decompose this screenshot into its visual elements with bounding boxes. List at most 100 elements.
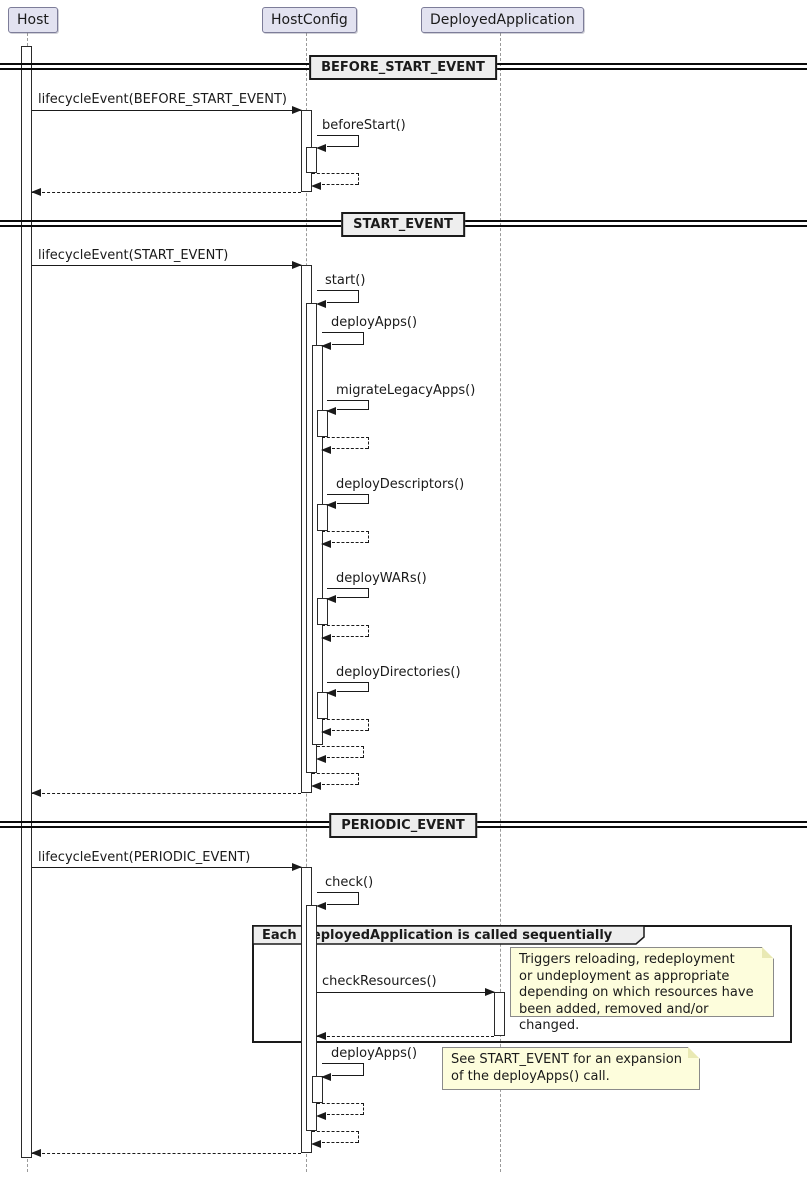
self-call-line — [327, 302, 358, 303]
activation-migrate-legacy-apps — [317, 410, 328, 437]
participant-hostconfig: HostConfig — [262, 7, 357, 33]
arrow-lifecycle-before-start — [32, 106, 302, 114]
arrowhead-icon — [316, 1112, 326, 1120]
self-call-deploy-directories — [326, 682, 369, 697]
self-return-line — [322, 1142, 358, 1143]
message-deploy-apps-periodic-label: deployApps() — [331, 1046, 418, 1061]
activation-deploy-descriptors — [317, 504, 328, 531]
arrowhead-icon — [311, 782, 321, 790]
arrowhead-icon — [485, 988, 495, 996]
message-start-label: start() — [325, 273, 366, 288]
self-return-deploy-apps — [316, 746, 364, 763]
arrowhead-icon — [311, 182, 321, 190]
participant-host-label: Host — [17, 12, 49, 28]
self-call-line — [337, 597, 368, 598]
divider-start: START_EVENT — [341, 212, 465, 237]
return-lifecycle-before-start — [31, 188, 301, 196]
self-return-line — [327, 1114, 363, 1115]
self-return-deploy-apps-periodic — [316, 1103, 364, 1120]
self-return-line — [332, 636, 368, 637]
arrowhead-icon — [292, 106, 302, 114]
self-call-line — [337, 691, 368, 692]
activation-deploy-wars — [317, 598, 328, 625]
message-lifecycle-before-start-label: lifecycleEvent(BEFORE_START_EVENT) — [38, 92, 287, 107]
activation-deploy-apps-periodic — [312, 1076, 323, 1103]
arrowhead-icon — [321, 1073, 331, 1081]
activation-host — [21, 46, 32, 1158]
arrowhead-icon — [321, 634, 331, 642]
self-return-deploy-wars — [321, 625, 369, 642]
self-call-line — [332, 1075, 363, 1076]
arrowhead-icon — [31, 188, 41, 196]
message-migrate-legacy-apps-label: migrateLegacyApps() — [336, 383, 476, 398]
arrowhead-icon — [316, 1032, 326, 1040]
note-fold-icon — [762, 947, 773, 958]
arrowhead-icon — [326, 689, 336, 697]
self-return-before-start — [311, 173, 359, 190]
return-lifecycle-start — [31, 789, 301, 797]
arrow-lifecycle-start — [32, 261, 302, 269]
participant-host: Host — [8, 7, 58, 33]
arrowhead-icon — [31, 1149, 41, 1157]
self-call-before-start — [316, 135, 359, 152]
message-check-label: check() — [325, 875, 374, 890]
activation-deploy-directories — [317, 692, 328, 719]
note-line: been added, removed and/or changed. — [519, 1001, 709, 1034]
return-check-resources — [316, 1032, 494, 1040]
note-deploy-apps: See START_EVENT for an expansion of the … — [442, 1047, 700, 1090]
self-return-line — [322, 784, 358, 785]
divider-before-start: BEFORE_START_EVENT — [309, 55, 497, 80]
note-fold-icon — [688, 1047, 699, 1058]
arrowhead-icon — [321, 446, 331, 454]
note-line: See START_EVENT for an expansion — [451, 1052, 682, 1067]
self-call-line — [337, 503, 368, 504]
arrowhead-icon — [316, 902, 326, 910]
arrowhead-icon — [326, 501, 336, 509]
note-line: depending on which resources have — [519, 985, 754, 1000]
message-deploy-wars-label: deployWARs() — [336, 571, 427, 586]
self-call-check — [316, 892, 359, 910]
arrowhead-icon — [316, 300, 326, 308]
message-lifecycle-periodic-label: lifecycleEvent(PERIODIC_EVENT) — [38, 850, 251, 865]
note-check-resources: Triggers reloading, redeployment or unde… — [510, 947, 774, 1033]
group-header-shape — [252, 925, 645, 945]
return-lifecycle-periodic — [31, 1149, 301, 1157]
arrowhead-icon — [316, 144, 326, 152]
arrowhead-icon — [292, 261, 302, 269]
self-return-line — [332, 448, 368, 449]
lifeline-deployedapplication — [500, 33, 501, 1172]
arrowhead-icon — [321, 342, 331, 350]
self-call-line — [337, 409, 368, 410]
self-call-deploy-apps — [321, 332, 364, 350]
arrow-lifecycle-periodic — [32, 863, 302, 871]
message-check-resources-label: checkResources() — [322, 974, 437, 989]
activation-before-start-inner — [306, 147, 317, 173]
participant-deployedapplication: DeployedApplication — [421, 7, 584, 33]
self-call-line — [327, 904, 358, 905]
arrowhead-icon — [292, 863, 302, 871]
participant-deployedapplication-label: DeployedApplication — [430, 12, 575, 28]
self-return-migrate-legacy-apps — [321, 437, 369, 454]
arrowhead-icon — [326, 595, 336, 603]
arrowhead-icon — [326, 407, 336, 415]
self-return-line — [332, 730, 368, 731]
note-line: or undeployment as appropriate — [519, 968, 730, 984]
message-before-start-label: beforeStart() — [322, 118, 406, 133]
divider-periodic: PERIODIC_EVENT — [329, 813, 477, 838]
self-return-line — [322, 184, 358, 185]
message-deploy-directories-label: deployDirectories() — [336, 665, 461, 680]
self-return-line — [327, 757, 363, 758]
self-call-deploy-wars — [326, 588, 369, 603]
self-call-start — [316, 290, 359, 308]
arrow-check-resources — [317, 988, 495, 996]
arrowhead-icon — [316, 755, 326, 763]
arrowhead-icon — [311, 1140, 321, 1148]
activation-deployedapplication — [494, 992, 505, 1036]
self-call-line — [332, 344, 363, 345]
group-frame: Each DeployedApplication is called seque… — [252, 925, 792, 1043]
self-return-deploy-descriptors — [321, 531, 369, 548]
self-return-line — [332, 542, 368, 543]
self-call-deploy-apps-periodic — [321, 1063, 364, 1081]
message-lifecycle-start-label: lifecycleEvent(START_EVENT) — [38, 248, 229, 263]
